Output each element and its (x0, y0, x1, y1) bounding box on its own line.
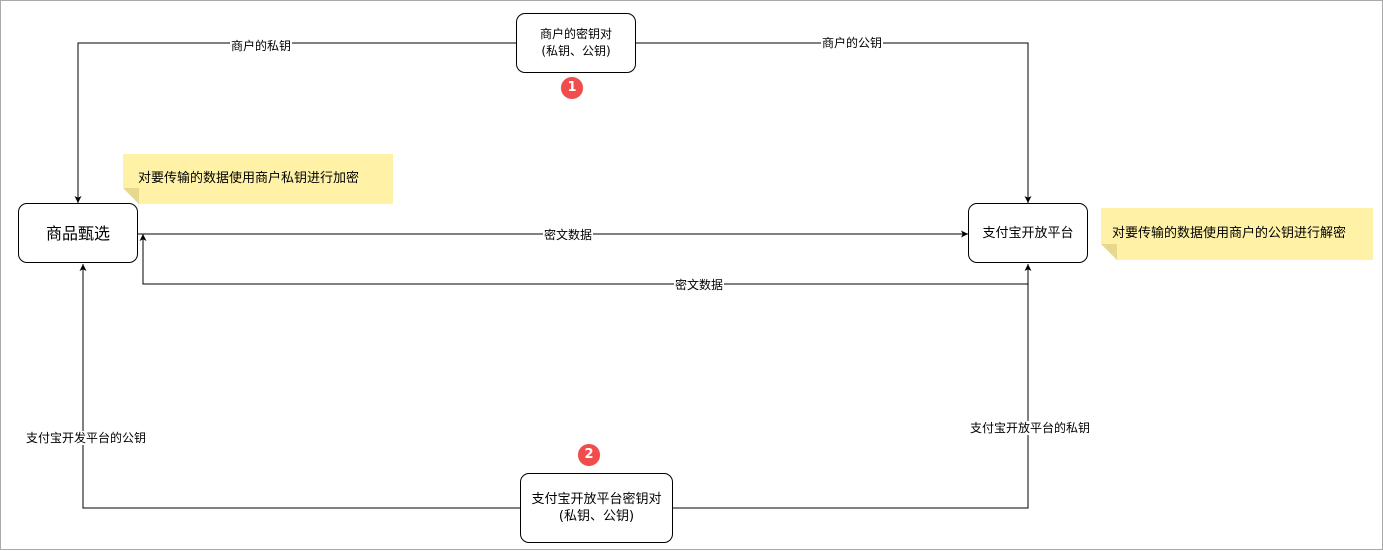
label-merchant-private-key: 商户的私钥 (229, 39, 293, 53)
label-ciphertext-forward: 密文数据 (542, 228, 594, 242)
encrypt-note: 对要传输的数据使用商户私钥进行加密 (123, 154, 393, 204)
alipay-platform-label: 支付宝开放平台 (982, 225, 1074, 241)
alipay-platform-node[interactable]: 支付宝开放平台 (968, 203, 1088, 263)
label-alipay-private-key: 支付宝开放平台的私钥 (968, 421, 1092, 435)
edge-ciphertext-back (139, 234, 1028, 285)
step-badge-2: 2 (578, 444, 600, 466)
edge-alipay-public-key (79, 264, 520, 509)
edge-alipay-private-key (673, 264, 1032, 509)
encrypt-note-text: 对要传输的数据使用商户私钥进行加密 (138, 171, 360, 186)
decrypt-note-text: 对要传输的数据使用商户的公钥进行解密 (1112, 226, 1347, 241)
shop-node[interactable]: 商品甄选 (18, 203, 138, 263)
shop-label: 商品甄选 (45, 223, 110, 243)
label-merchant-public-key: 商户的公钥 (820, 36, 884, 50)
merchant-keypair-node[interactable]: 商户的密钥对 (私钥、公钥) (516, 13, 636, 73)
encrypt-note-body: 对要传输的数据使用商户私钥进行加密 (123, 154, 393, 204)
alipay-keypair-title: 支付宝开放平台密钥对 (531, 492, 662, 507)
alipay-keypair-subtitle: (私钥、公钥) (558, 509, 635, 524)
edge-merchant-private-key (74, 42, 516, 203)
label-ciphertext-back: 密文数据 (673, 278, 725, 292)
label-alipay-public-key: 支付宝开发平台的公钥 (24, 431, 148, 445)
merchant-keypair-subtitle: (私钥、公钥) (541, 44, 611, 58)
decrypt-note: 对要传输的数据使用商户的公钥进行解密 (1101, 208, 1373, 260)
step-badge-1: 1 (561, 77, 583, 99)
decrypt-note-body: 对要传输的数据使用商户的公钥进行解密 (1101, 208, 1373, 260)
merchant-keypair-title: 商户的密钥对 (539, 27, 612, 41)
decrypt-note-fold (1101, 244, 1117, 260)
encrypt-note-fold (123, 188, 139, 204)
alipay-keypair-node[interactable]: 支付宝开放平台密钥对 (私钥、公钥) (520, 473, 673, 543)
edge-merchant-public-key (636, 42, 1032, 203)
